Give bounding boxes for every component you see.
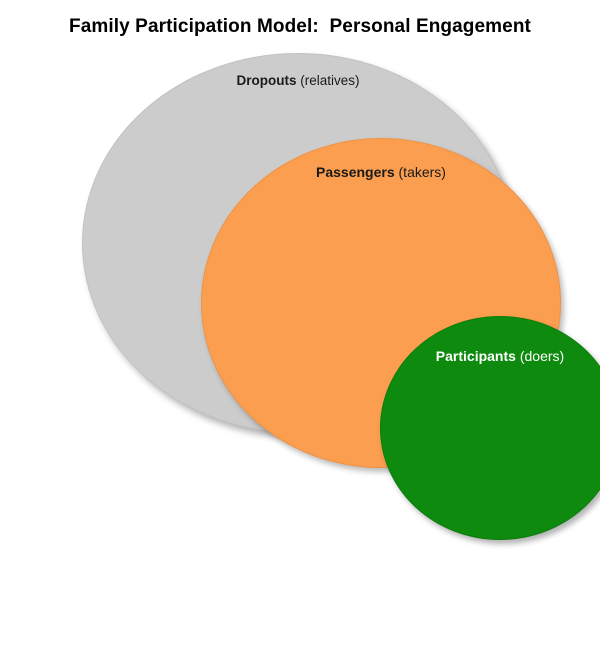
ring-passengers-label: Passengers (takers)	[202, 164, 560, 182]
ring-passengers-qualifier: (takers)	[398, 164, 446, 180]
ring-dropouts-label: Dropouts (relatives)	[83, 73, 513, 90]
ring-dropouts-qualifier: (relatives)	[300, 73, 360, 88]
ring-participants-qualifier: (doers)	[519, 348, 565, 364]
ring-dropouts[interactable]: Dropouts (relatives) Passengers (takers)…	[82, 53, 600, 540]
ring-participants-label: Participants (doers)	[381, 348, 600, 366]
ring-participants[interactable]: Participants (doers) Leaders (Drivers)	[380, 316, 600, 540]
ring-dropouts-name: Dropouts	[236, 73, 297, 88]
concentric-ring-diagram: Dropouts (relatives) Passengers (takers)…	[82, 53, 600, 540]
page-title: Family Participation Model: Personal Eng…	[69, 16, 531, 37]
ring-passengers-name: Passengers	[316, 164, 395, 180]
ring-participants-name: Participants	[435, 348, 516, 364]
ring-passengers[interactable]: Passengers (takers) Participants (doers)…	[201, 138, 600, 540]
slide-canvas: Family Participation Model: Personal Eng…	[69, 16, 600, 540]
